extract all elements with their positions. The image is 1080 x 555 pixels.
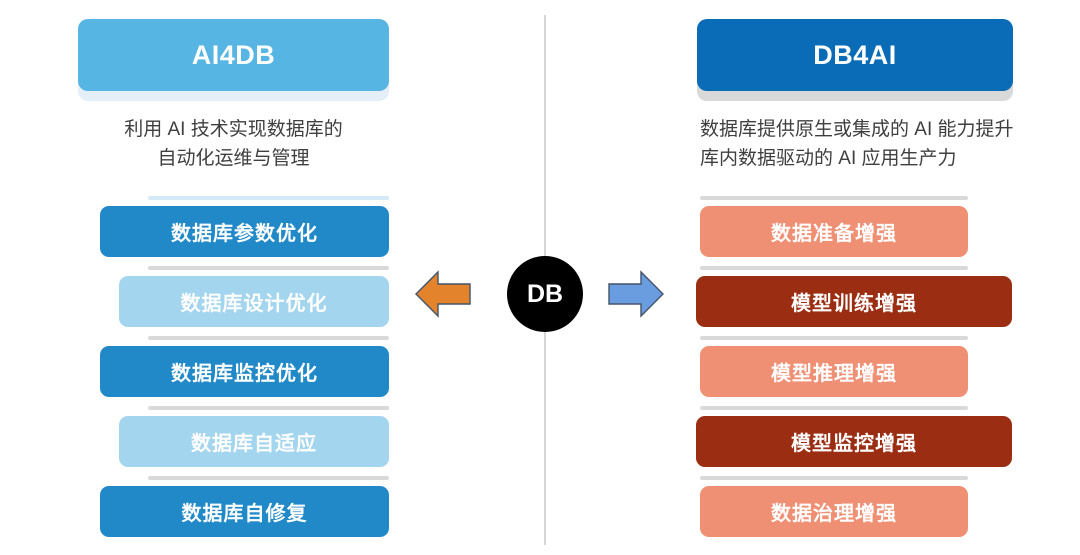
ai4db-title: AI4DB [78, 19, 389, 91]
ai4db-item-1[interactable]: 数据库设计优化 [119, 276, 389, 327]
item-separator [700, 196, 968, 200]
db4ai-item-3[interactable]: 模型监控增强 [696, 416, 1012, 467]
ai4db-description: 利用 AI 技术实现数据库的 自动化运维与管理 [124, 119, 343, 169]
item-separator [700, 406, 968, 410]
list-item: 数据库设计优化 [0, 266, 545, 336]
list-item: 模型监控增强 [0, 406, 1012, 476]
db4ai-item-list: 数据准备增强 模型训练增强 模型推理增强 模型监控增强 数据治理增强 [0, 196, 1012, 546]
item-separator [700, 476, 968, 480]
ai4db-item-4[interactable]: 数据库自修复 [100, 486, 389, 537]
list-item: 模型推理增强 [0, 336, 968, 406]
item-separator [148, 476, 389, 480]
ai4db-item-list: 数据库参数优化 数据库设计优化 数据库监控优化 数据库自适应 数据库自修复 [0, 196, 545, 546]
list-item: 数据准备增强 [0, 196, 968, 266]
arrow-left-icon [412, 263, 474, 330]
db4ai-item-4[interactable]: 数据治理增强 [700, 486, 968, 537]
list-item: 数据库自适应 [0, 406, 545, 476]
db-node: DB [507, 256, 583, 332]
item-separator [148, 406, 389, 410]
list-item: 数据治理增强 [0, 476, 968, 546]
db4ai-description: 数据库提供原生或集成的 AI 能力提升 库内数据驱动的 AI 应用生产力 [700, 119, 1014, 169]
db4ai-title: DB4AI [697, 19, 1013, 91]
ai4db-header: AI4DB [78, 19, 389, 101]
arrow-right-icon [605, 263, 667, 330]
ai4db-item-2[interactable]: 数据库监控优化 [100, 346, 389, 397]
db4ai-item-1[interactable]: 模型训练增强 [696, 276, 1012, 327]
ai4db-item-0[interactable]: 数据库参数优化 [100, 206, 389, 257]
item-separator [148, 266, 389, 270]
list-item: 模型训练增强 [0, 266, 1012, 336]
db4ai-header: DB4AI [697, 19, 1013, 101]
list-item: 数据库自修复 [0, 476, 545, 546]
list-item: 数据库参数优化 [0, 196, 545, 266]
item-separator [148, 196, 389, 200]
item-separator [700, 336, 968, 340]
item-separator [148, 336, 389, 340]
ai4db-item-3[interactable]: 数据库自适应 [119, 416, 389, 467]
item-separator [700, 266, 968, 270]
db4ai-item-0[interactable]: 数据准备增强 [700, 206, 968, 257]
list-item: 数据库监控优化 [0, 336, 545, 406]
db4ai-item-2[interactable]: 模型推理增强 [700, 346, 968, 397]
